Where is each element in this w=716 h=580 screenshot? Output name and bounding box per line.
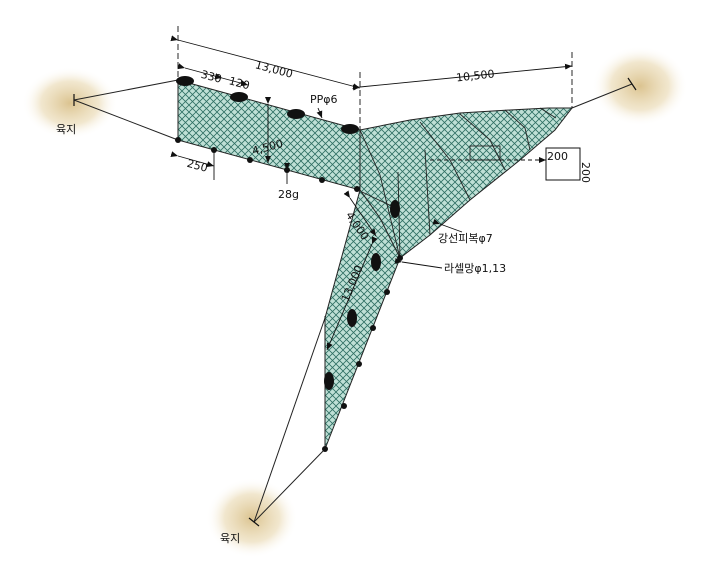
dim-wing-top-length: 13,000 (254, 58, 295, 81)
land-glow-left (22, 67, 118, 139)
dimension-lines (170, 26, 573, 351)
dim-bag-length: 10,500 (455, 67, 495, 84)
dim-float-spacing: 330 (199, 68, 223, 86)
anchor-marks (73, 77, 637, 527)
dim-mesh-h: 200 (579, 162, 592, 183)
sinker-dot (341, 403, 347, 409)
sinker-dot (370, 325, 376, 331)
label-float-rope: PPφ6 (310, 93, 338, 106)
label-net-material: 라셀망φ1,13 (444, 262, 506, 275)
float (371, 253, 381, 271)
dim-mesh-w: 200 (547, 150, 568, 163)
float (324, 372, 334, 390)
land-glow-bottom (206, 478, 298, 558)
sinker-dot (175, 137, 181, 143)
anchor-ropes (73, 79, 633, 523)
land-glow-right (592, 46, 688, 126)
sinker-dot (384, 289, 390, 295)
callouts (284, 107, 463, 269)
float (287, 109, 305, 119)
label-sinker: 28g (278, 188, 299, 201)
sinker-dot (319, 177, 325, 183)
dim-sinker-spacing: 250 (185, 157, 209, 175)
land-label-left: 육지 (56, 123, 76, 136)
sinker-dot (247, 157, 253, 163)
label-steel-wire: 강선피복φ7 (438, 232, 493, 245)
float (341, 124, 359, 134)
mesh-size-box (545, 147, 581, 181)
float (347, 309, 357, 327)
float (230, 92, 248, 102)
float (176, 76, 194, 86)
dim-float-gap: 120 (227, 74, 251, 92)
sinker-dot (322, 446, 328, 452)
float (390, 200, 400, 218)
land-label-bottom: 육지 (220, 532, 240, 545)
sinker-dot (397, 255, 403, 261)
sinker-dot (354, 186, 360, 192)
sinker-dot (356, 361, 362, 367)
